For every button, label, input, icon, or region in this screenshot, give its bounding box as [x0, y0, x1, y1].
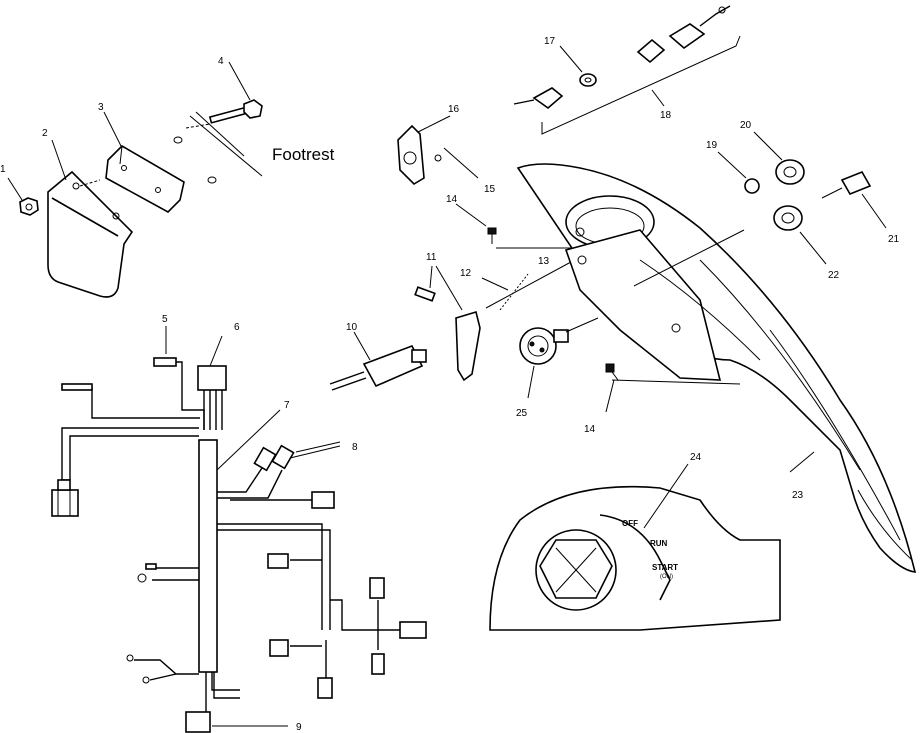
callout-12: 12	[460, 268, 472, 279]
callout-15: 15	[484, 184, 496, 195]
callout-2: 2	[42, 128, 48, 139]
footrest-label: Footrest	[272, 145, 335, 164]
callout-25: 25	[516, 408, 528, 419]
rear-fender	[516, 163, 917, 573]
switch-panel-inset	[489, 463, 781, 631]
callout-23: 23	[792, 490, 804, 501]
callout-11: 11	[426, 252, 437, 263]
callout-8: 8	[352, 442, 358, 453]
switch-off-label: OFF	[622, 519, 638, 528]
taillight-assembly	[7, 61, 263, 298]
callout-4: 4	[218, 56, 224, 67]
callout-17: 17	[544, 36, 556, 47]
switch-run-label: RUN	[650, 539, 668, 548]
mounting-bracket-part	[79, 111, 217, 213]
switch-start-sub-label: (ON)	[660, 574, 673, 580]
hardware-group	[513, 5, 887, 265]
callout-1: 1	[0, 164, 6, 175]
center-parts	[329, 115, 619, 413]
callout-labels: 1 2 3 4 5 6 7 8 9 10 11 12 13 14 15 16 1…	[0, 36, 900, 733]
callout-14b: 14	[584, 424, 596, 435]
callout-14: 14	[446, 194, 458, 205]
nut-part	[7, 177, 39, 216]
callout-24: 24	[690, 452, 702, 463]
callout-21: 21	[888, 234, 900, 245]
lens-housing-part	[47, 139, 134, 298]
callout-18: 18	[660, 110, 672, 121]
callout-10: 10	[346, 322, 358, 333]
callout-9: 9	[296, 722, 302, 733]
callout-5: 5	[162, 314, 168, 325]
callout-20: 20	[740, 120, 752, 131]
bolt-part	[185, 61, 263, 129]
callout-7: 7	[284, 400, 290, 411]
callout-3: 3	[98, 102, 104, 113]
switch-start-label: START	[652, 563, 678, 572]
callout-22: 22	[828, 270, 840, 281]
callout-19: 19	[706, 140, 718, 151]
wiring-harness	[51, 326, 427, 733]
callout-6: 6	[234, 322, 240, 333]
callout-13: 13	[538, 256, 550, 267]
callout-16: 16	[448, 104, 460, 115]
